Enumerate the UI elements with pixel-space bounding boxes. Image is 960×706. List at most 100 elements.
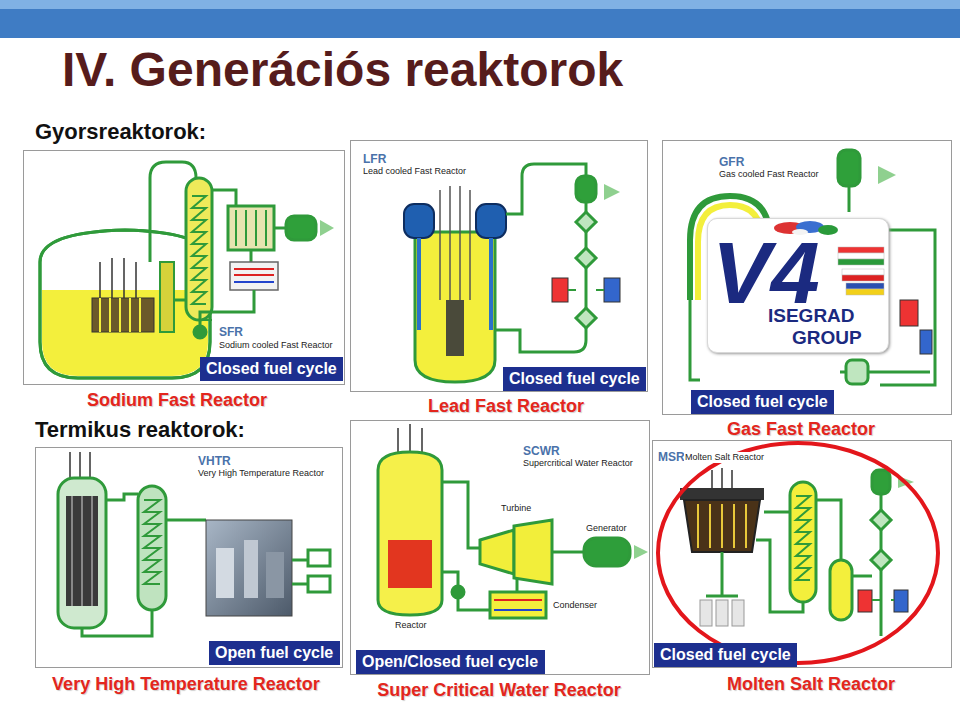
gfr-illustration [846,360,868,384]
msr-illustration [871,510,891,530]
sfr-illustration [186,178,212,320]
reactor-acronym: GFR [718,155,745,169]
fuel-cycle-band: Open fuel cycle [209,641,340,665]
reactor-acronym: MSR [657,450,686,464]
lfr-illustration [495,330,586,352]
top-bar-shine [0,0,960,9]
lfr-illustration [404,164,620,382]
sfr-illustration [230,262,278,290]
reactor-name: Sodium Fast Reactor [87,389,267,411]
fuel-cycle-text: Open fuel cycle [215,643,333,663]
reactor-panel: Closed fuel cycleSodium Fast Reactor [23,150,345,385]
sfr-illustration [92,298,154,332]
group-logo: V4ISEGRADGROUP [707,218,889,353]
msr-illustration [872,599,894,601]
fuel-cycle-text: Closed fuel cycle [660,645,791,665]
reactor-acronym: SFR [218,325,244,339]
sfr-illustration [200,320,212,326]
vhtr-illustration [106,494,138,500]
sfr-illustration [228,206,274,250]
sfr-illustration [234,281,274,283]
vhtr-illustration [266,552,284,598]
scwr-illustration [516,578,519,592]
scwr-illustration [552,551,584,554]
sfr-illustration [192,196,206,304]
reactor-subtitle: Very High Temperature Reactor [197,468,325,479]
fuel-cycle-band: Closed fuel cycle [503,367,646,391]
vhtr-illustration [308,550,330,566]
msr-illustration [712,468,732,488]
gfr-illustration [838,150,860,186]
vhtr-illustration [292,560,308,584]
fuel-cycle-band: Closed fuel cycle [654,643,797,667]
sfr-illustration [194,326,206,338]
msr-illustration [796,496,810,580]
lfr-illustration [440,186,470,300]
lfr-illustration [576,308,596,328]
reactor-acronym: LFR [362,152,387,166]
msr-illustration [764,511,790,514]
lfr-illustration [415,232,495,382]
fuel-cycle-text: Closed fuel cycle [206,359,337,379]
reactor-panel: V4ISEGRADGROUPClosed fuel cycleGas Fast … [662,140,952,415]
scwr-illustration [514,520,552,584]
sfr-illustration [212,190,236,206]
msr-illustration [816,500,841,560]
vhtr-illustration [144,500,160,584]
vhtr-illustration [138,486,166,610]
msr-illustration [790,482,816,602]
sfr-illustration [234,269,274,275]
reactor-panel: Open fuel cycle Very High Temperature Rea… [35,447,343,668]
sfr-illustration [100,298,140,332]
slide-title: IV. Generációs reaktorok [62,46,623,94]
vhtr-illustration [166,519,206,522]
vhtr-illustration [244,540,258,598]
lfr-illustration [419,238,491,330]
sfr-illustration [250,250,253,262]
reactor-name: Gas Fast Reactor [727,418,875,440]
scwr-illustration [452,586,464,598]
sfr-illustration [40,162,334,378]
reactor-name: Molten Salt Reactor [727,673,895,695]
panel-ground [23,150,345,385]
gfr-illustration [690,300,700,380]
logo-flag [838,253,884,259]
gfr-illustration [848,186,851,212]
vhtr-illustration [82,610,152,636]
reactor-panel: Closed fuel cycleLead Fast Reactor [350,140,648,392]
msr-illustration [680,468,914,636]
gfr-illustration [920,330,932,354]
scwr-illustration [442,482,480,548]
vhtr-illustration [58,478,106,628]
fuel-cycle-text: Closed fuel cycle [509,369,640,389]
sfr-illustration [274,227,286,230]
vhtr-illustration [58,452,330,636]
panel-ground [23,140,952,675]
sfr-illustration [200,290,254,326]
logo-blob [818,225,838,235]
reactor-panel: Open/Closed fuel cycleSuper Critical Wat… [350,420,650,675]
msr-illustration [871,550,891,570]
vhtr-illustration [216,548,234,598]
vhtr-illustration [70,452,90,480]
part-label: Turbine [500,503,532,514]
lfr-illustration [404,204,434,238]
fuel-cycle-band: Open/Closed fuel cycle [356,650,545,674]
gfr-illustration [690,150,935,385]
logo-flag [838,259,884,265]
top-bar [0,0,960,38]
msr-illustration [852,575,872,578]
lfr-illustration [552,278,568,302]
lfr-illustration [604,184,620,200]
lfr-illustration [568,289,604,291]
fuel-cycle-text: Open/Closed fuel cycle [362,652,538,672]
lfr-illustration [576,212,596,232]
scwr-illustration [490,592,546,618]
lfr-illustration [446,300,464,356]
vhtr-illustration [206,520,292,616]
sfr-illustration [160,262,174,332]
fuel-cycle-text: Closed fuel cycle [697,392,828,412]
scwr-illustration [442,572,490,610]
lfr-illustration [604,278,620,302]
scwr-illustration [494,609,542,611]
